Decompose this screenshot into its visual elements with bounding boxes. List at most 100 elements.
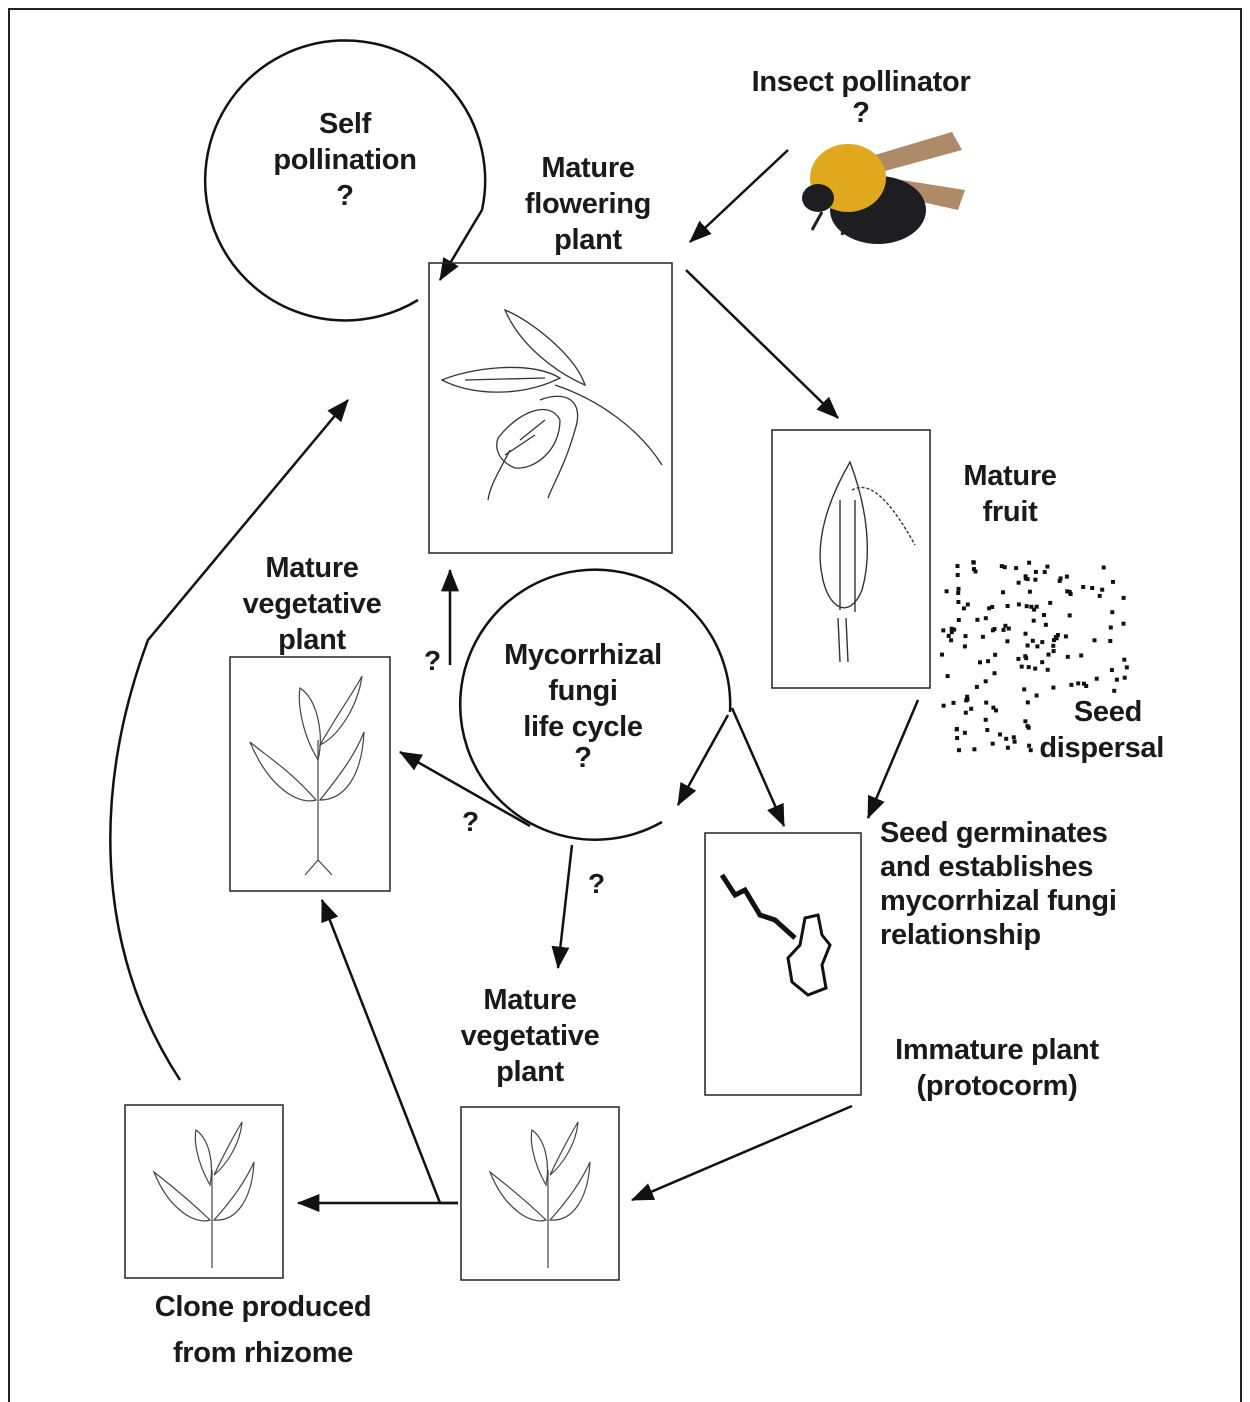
seed-dot <box>1023 654 1027 658</box>
clone-to-flower-arrow <box>110 400 348 1080</box>
question-mark-fungi-to-left-plant: ? <box>462 806 479 838</box>
seed-dot <box>941 628 945 632</box>
seed-dot <box>1001 590 1005 594</box>
seed-dot <box>1031 639 1035 643</box>
seed-dispersal-line-2: dispersal <box>1004 730 1164 766</box>
seed-dot <box>963 644 967 648</box>
vegetative-plant-drawing-bottom <box>490 1122 590 1268</box>
vegetative-plant-left-box <box>230 657 390 891</box>
seed-dot <box>955 736 959 740</box>
seed-dot <box>1033 667 1037 671</box>
seed-dot <box>1027 665 1031 669</box>
seed-dot <box>955 727 959 731</box>
seed-dot <box>1040 660 1044 664</box>
self-pollination-line-1: Self <box>250 106 440 142</box>
seed-dot <box>1098 594 1102 598</box>
seed-dot <box>972 567 976 571</box>
seed-dot <box>1022 687 1026 691</box>
fruit-to-germination-arrow <box>868 700 918 818</box>
seed-dot <box>1027 561 1031 565</box>
clone-branch-to-vegetative-left-arrow <box>322 900 458 1203</box>
fungi-to-germination-arrow <box>732 708 784 826</box>
seed-dot <box>1123 676 1127 680</box>
seed-dot <box>964 634 968 638</box>
seed-dot <box>956 600 960 604</box>
insect-pollinator-label: Insect pollinator ? <box>716 64 1006 126</box>
protocorm-to-vegetative-arrow <box>632 1106 852 1200</box>
fungi-to-vegetative-bottom-arrow <box>558 845 572 968</box>
mature-flowering-plant-line-2: flowering <box>490 186 686 222</box>
seed-dot <box>1040 640 1044 644</box>
seed-dot <box>981 635 985 639</box>
seed-dot <box>1006 604 1010 608</box>
seed-dot <box>1108 639 1112 643</box>
seed-dot <box>1066 655 1070 659</box>
question-mark-fungi-to-flower: ? <box>424 645 441 677</box>
immature-plant-line-1: Immature plant <box>866 1032 1128 1068</box>
self-pollination-arrow <box>440 210 482 280</box>
mature-vegetative-plant-bottom-label: Mature vegetative plant <box>440 982 620 1090</box>
seed-dot <box>1017 602 1021 606</box>
seed-dot <box>993 671 997 675</box>
seed-dot <box>1043 570 1047 574</box>
seed-dot <box>1076 681 1080 685</box>
mature-fruit-line-1: Mature <box>935 458 1085 494</box>
seed-dot <box>975 685 979 689</box>
seed-dot <box>1079 654 1083 658</box>
flowering-plant-box <box>429 263 672 553</box>
seed-dot <box>978 660 982 664</box>
seed-dot <box>1109 626 1113 630</box>
mature-fruit-line-2: fruit <box>935 494 1085 530</box>
mature-fruit-label: Mature fruit <box>935 458 1085 530</box>
seed-dot <box>1100 588 1104 592</box>
seed-dispersal-line-1: Seed <box>1004 694 1164 730</box>
question-mark-fungi-to-bottom-plant: ? <box>588 868 605 900</box>
seed-dot <box>1115 678 1119 682</box>
seed-dot <box>950 627 954 631</box>
seed-dispersal-label: Seed dispersal <box>1004 694 1164 766</box>
self-pollination-line-2: pollination <box>250 142 440 178</box>
seed-dot <box>1014 566 1018 570</box>
seed-dot <box>952 701 956 705</box>
seed-dot <box>949 638 953 642</box>
seed-dot <box>1020 665 1024 669</box>
seed-dot <box>1024 632 1028 636</box>
seed-dot <box>1081 585 1085 589</box>
seed-dot <box>965 695 969 699</box>
seed-germinates-line-1: Seed germinates <box>880 816 1180 850</box>
seed-dot <box>1042 613 1046 617</box>
seed-dot <box>1024 576 1028 580</box>
seed-dot <box>1003 565 1007 569</box>
seed-germinates-line-4: relationship <box>880 918 1180 952</box>
seed-germinates-label: Seed germinates and establishes mycorrhi… <box>880 816 1180 952</box>
seed-dot <box>1051 686 1055 690</box>
seed-dot <box>1034 570 1038 574</box>
seed-dot <box>966 603 970 607</box>
seed-dot <box>975 618 979 622</box>
seed-dot <box>1002 628 1006 632</box>
seed-dot <box>1045 565 1049 569</box>
lady-slipper-flower-drawing <box>442 310 662 500</box>
protocorm-drawing <box>722 875 830 995</box>
seed-dot <box>1112 689 1116 693</box>
mycorrhizal-cycle-line-1: Mycorrhizal <box>475 637 691 673</box>
seed-dot <box>1068 613 1072 617</box>
seed-dot <box>991 742 995 746</box>
seed-dot <box>1032 619 1036 623</box>
seed-dot <box>962 606 966 610</box>
clone-line-1: Clone produced <box>118 1284 408 1330</box>
seed-capsule-drawing <box>820 462 915 662</box>
seed-dot <box>1044 623 1048 627</box>
seed-dot <box>1026 644 1030 648</box>
seed-dot <box>1058 579 1062 583</box>
seed-dot <box>1005 639 1009 643</box>
seed-dot <box>1048 601 1052 605</box>
seed-dot <box>963 731 967 735</box>
seed-dot <box>1069 592 1073 596</box>
mature-vegetative-bottom-line-2: vegetative <box>440 1018 620 1054</box>
mature-vegetative-plant-left-label: Mature vegetative plant <box>222 550 402 658</box>
seed-dot <box>969 707 973 711</box>
seed-dot <box>1056 633 1060 637</box>
seed-dot <box>1065 575 1069 579</box>
